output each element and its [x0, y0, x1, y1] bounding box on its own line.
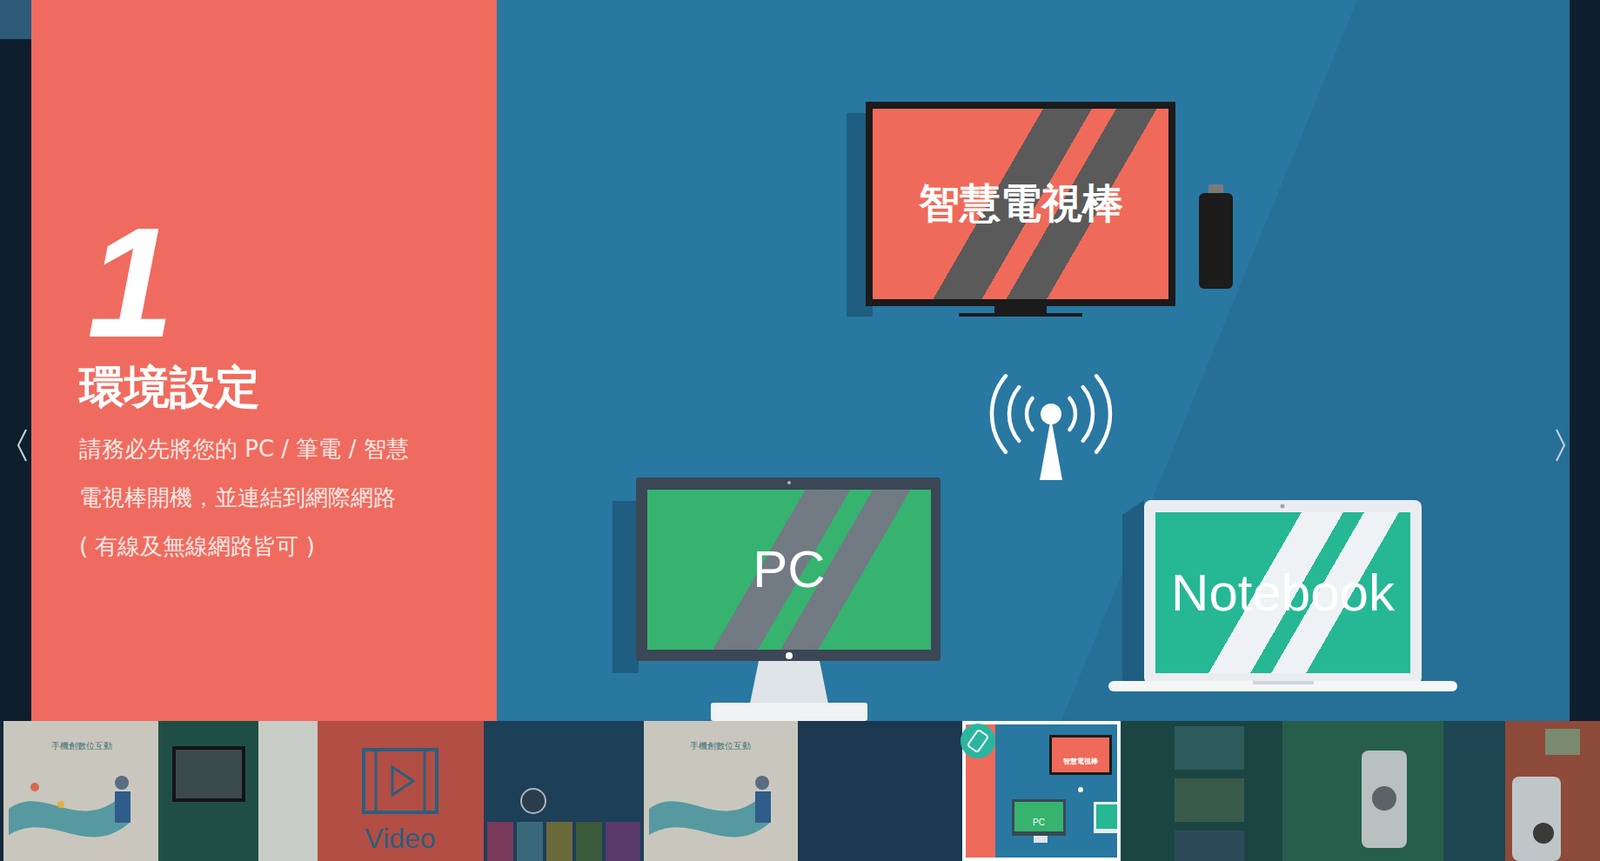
- thumb-caption: Video: [364, 823, 436, 856]
- prev-arrow: [18, 429, 27, 462]
- thumbnail-strip: [0, 721, 1600, 861]
- pc-screen: PC: [647, 489, 931, 650]
- thumb-caption: 智慧電視棒: [1063, 756, 1098, 767]
- blue-panel: [496, 0, 1570, 722]
- device-label: 智慧電視棒: [918, 179, 1124, 228]
- tv-illustration: [846, 101, 1176, 317]
- notebook-screen: Notebook: [1155, 512, 1411, 674]
- next-arrow: [1556, 429, 1565, 462]
- wifi-icon: [991, 375, 1111, 481]
- device-label: PC: [752, 538, 825, 602]
- tv-screen: 智慧電視棒: [872, 108, 1169, 300]
- thumb-caption: 手機創數位互動: [51, 740, 113, 753]
- pc-illustration: [612, 477, 941, 722]
- step-note: ( 有線及無線網路皆可 ): [79, 522, 445, 571]
- step-number: 1: [87, 204, 497, 362]
- step-title: 環境設定: [79, 361, 497, 414]
- device-label: Notebook: [1171, 562, 1395, 625]
- thumb-caption: PC: [1032, 817, 1045, 828]
- tv-stick: [1198, 184, 1233, 289]
- thumb-caption: 手機創數位互動: [689, 740, 751, 753]
- notebook-illustration: [1108, 500, 1458, 692]
- step-body: 請務必先將您的 PC / 筆電 / 智慧 電視棒開機，並連結到網際網路: [79, 424, 426, 523]
- intro-panel: 1環境設定請務必先將您的 PC / 筆電 / 智慧 電視棒開機，並連結到網際網路…: [31, 0, 497, 722]
